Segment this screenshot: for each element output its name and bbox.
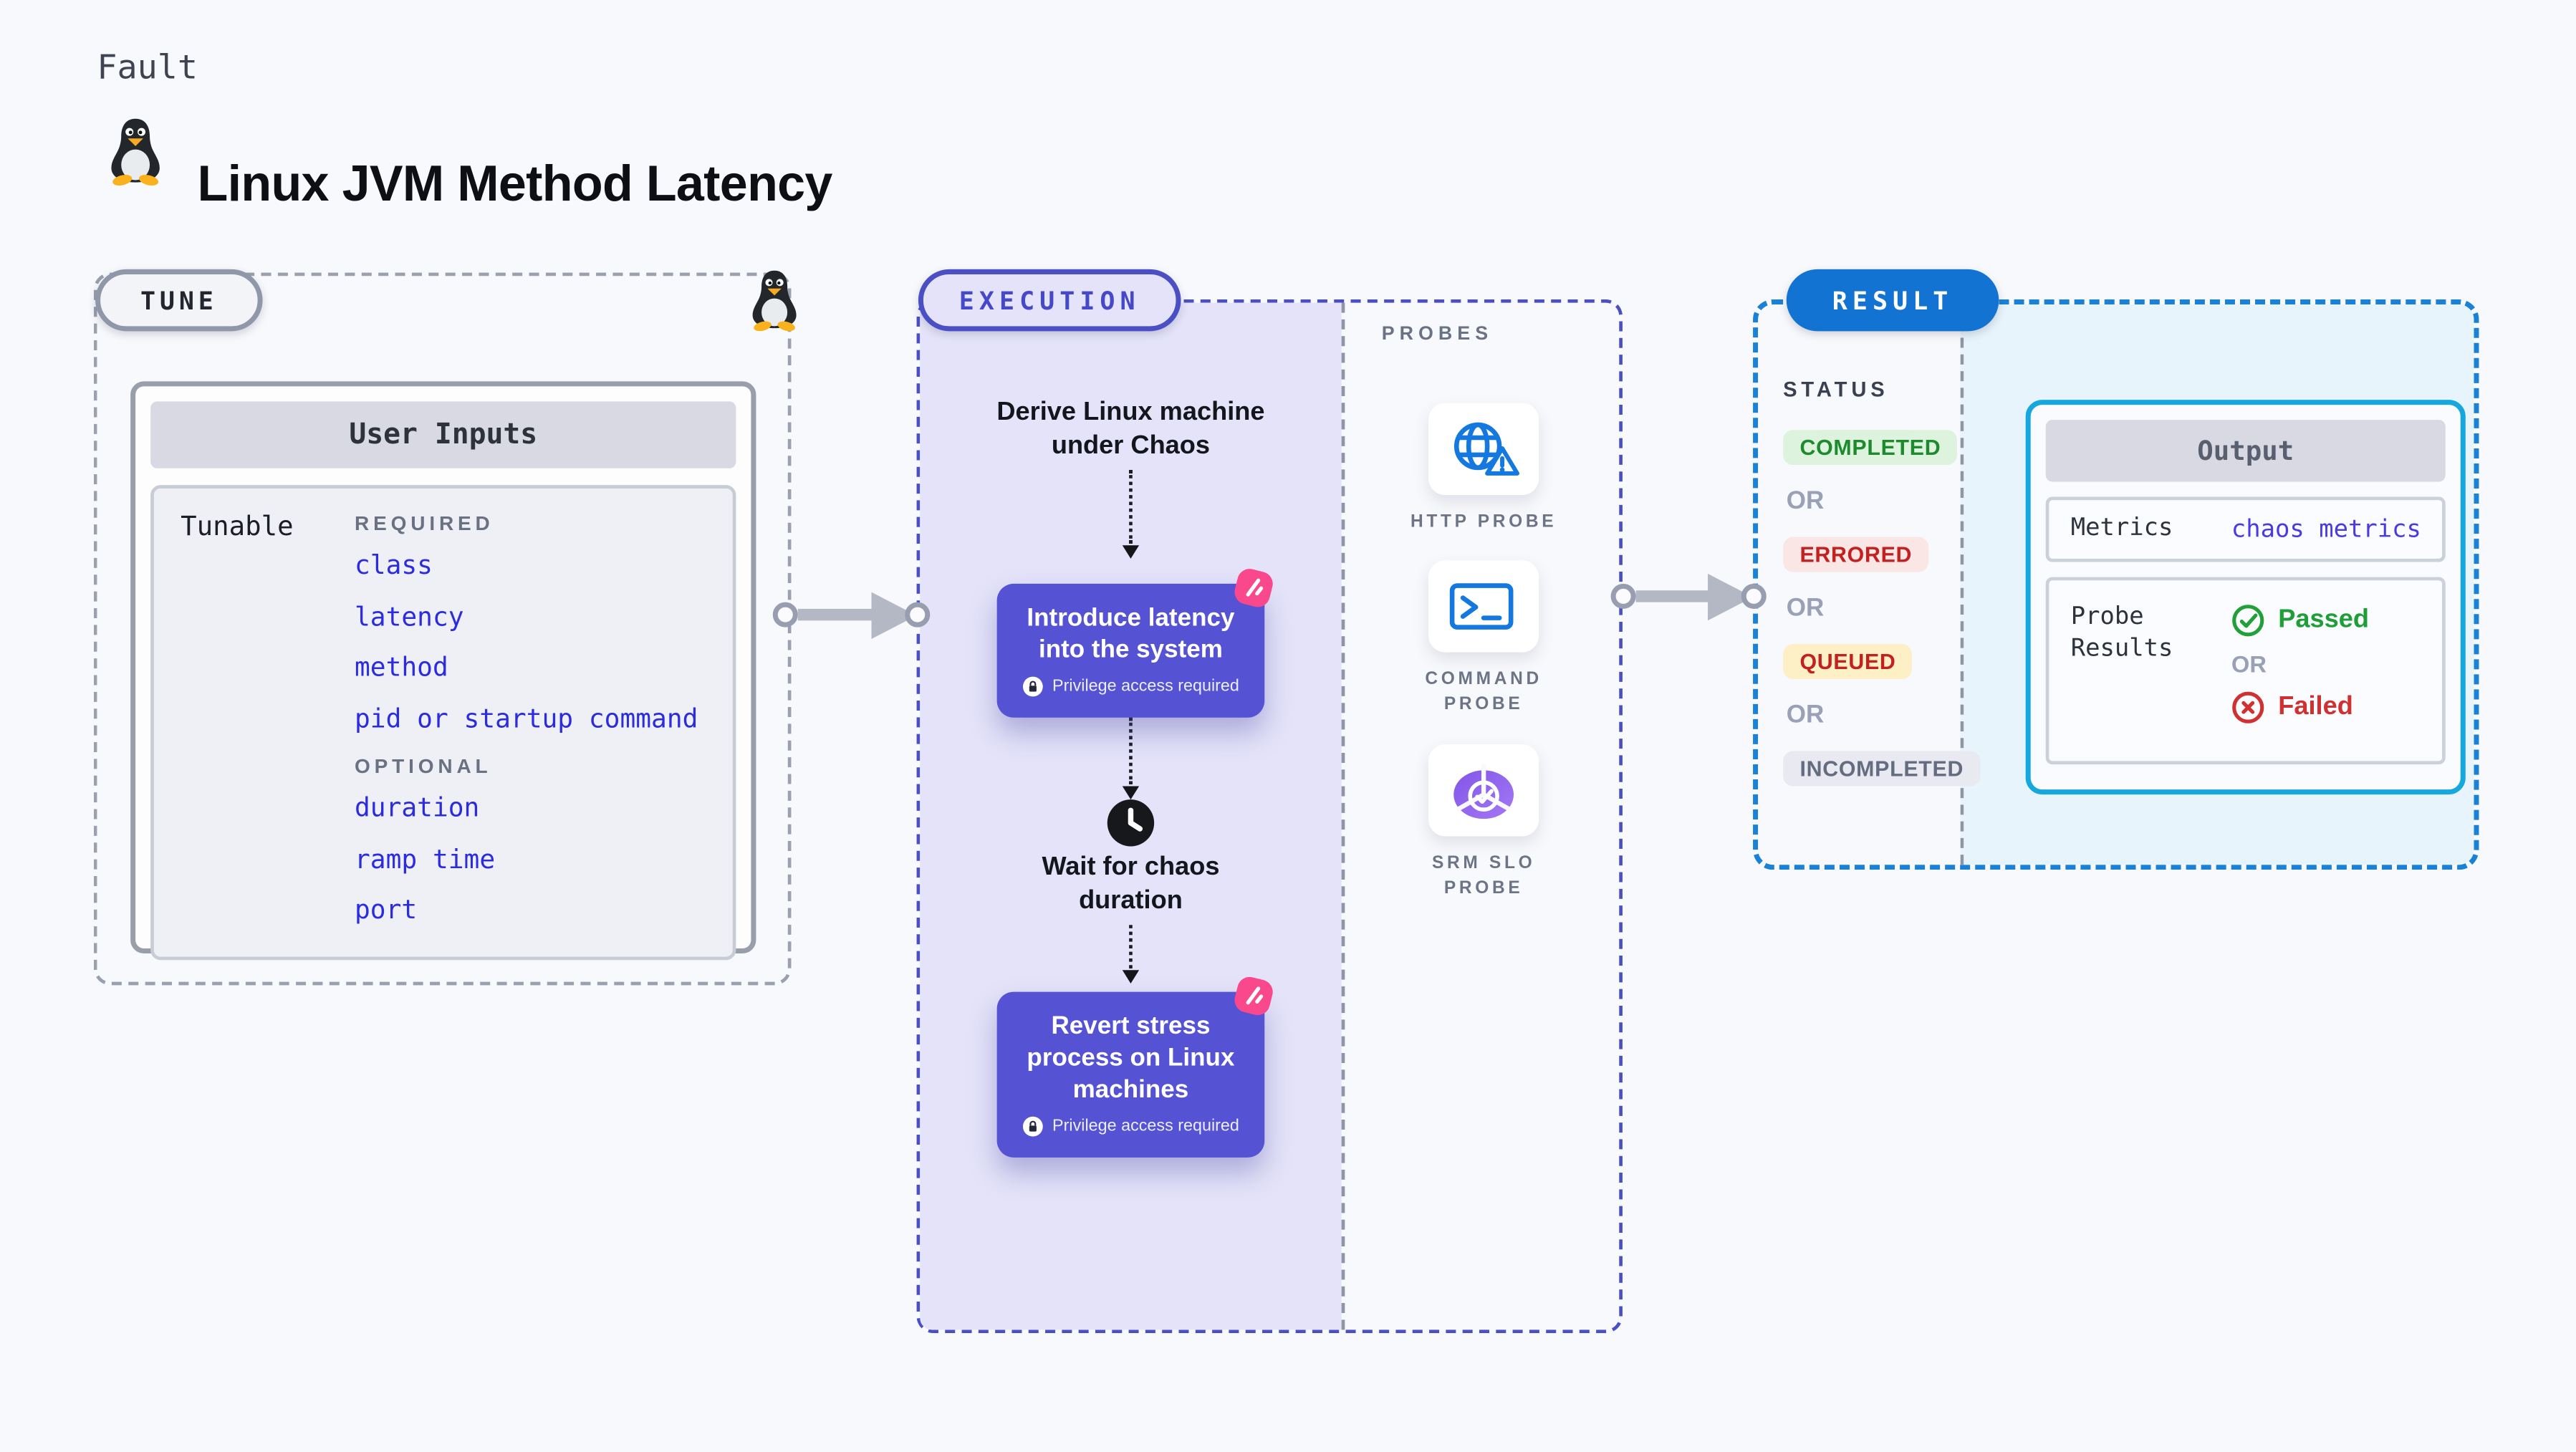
privilege-note-text: Privilege access required xyxy=(1052,677,1239,696)
required-group-label: REQUIRED xyxy=(355,511,494,536)
status-badge-incompleted: INCOMPLETED xyxy=(1783,751,1981,787)
globe-warning-icon xyxy=(1453,422,1520,476)
srm-slo-probe-card xyxy=(1428,744,1539,837)
chaos-fault-badge-icon xyxy=(1234,976,1273,1016)
user-inputs-table: Tunable REQUIRED class latency method pi… xyxy=(150,485,736,961)
metrics-value: chaos metrics xyxy=(2231,516,2421,543)
tune-section-box xyxy=(93,272,792,986)
wait-for-chaos-label: Wait for chaos duration xyxy=(1042,852,1220,915)
tunable-row-label: Tunable xyxy=(181,510,294,542)
execution-input-port-dot xyxy=(905,602,931,628)
probes-section-label: PROBES xyxy=(1381,324,1494,345)
passed-row: Passed xyxy=(2231,604,2369,638)
http-probe-card xyxy=(1428,403,1539,496)
execution-start-label: Derive Linux machine under Chaos xyxy=(996,398,1265,461)
tune-to-execution-arrow-line xyxy=(797,608,873,621)
status-column: STATUS COMPLETED OR ERRORED OR QUEUED OR… xyxy=(1758,304,1981,808)
tunable-ramp-time: ramp time xyxy=(355,844,496,875)
http-probe: HTTP PROBE xyxy=(1342,403,1626,535)
x-circle-icon xyxy=(2232,691,2264,723)
linux-penguin-corner-icon xyxy=(752,270,797,332)
or-separator: OR xyxy=(1786,593,1825,622)
metrics-label: Metrics xyxy=(2070,515,2173,542)
execution-section-box: Derive Linux machine under Chaos Introdu… xyxy=(916,299,1626,1333)
execution-output-port-dot xyxy=(1610,583,1636,609)
status-badge-errored: ERRORED xyxy=(1783,537,1929,572)
optional-group-label: OPTIONAL xyxy=(355,754,492,778)
execution-pill: EXECUTION xyxy=(918,269,1181,332)
check-circle-icon xyxy=(2232,605,2264,637)
flow-connector-2 xyxy=(920,717,1341,800)
tune-pill: TUNE xyxy=(95,269,263,332)
user-inputs-header: User Inputs xyxy=(150,401,736,468)
metrics-row: Metrics chaos metrics xyxy=(2045,496,2446,562)
tunable-class: class xyxy=(355,550,433,581)
probe-results-row: Probe Results Passed OR xyxy=(2045,577,2446,765)
arrow-down-icon xyxy=(1122,786,1140,800)
or-separator: OR xyxy=(1786,486,1825,516)
status-badge-completed: COMPLETED xyxy=(1783,430,1958,466)
tunable-pid-or-startup-command: pid or startup command xyxy=(355,703,698,734)
command-probe: COMMAND PROBE xyxy=(1342,560,1626,717)
flow-connector-3 xyxy=(920,925,1341,984)
user-inputs-card: User Inputs Tunable REQUIRED class laten… xyxy=(130,381,756,961)
or-separator: OR xyxy=(1786,701,1825,730)
privilege-note-text: Privilege access required xyxy=(1052,1117,1239,1136)
command-probe-card xyxy=(1428,560,1539,653)
result-input-port-dot xyxy=(1741,583,1767,609)
node-revert-stress: Revert stress process on Linux machines … xyxy=(996,991,1265,1158)
privilege-note: Privilege access required xyxy=(1014,1115,1248,1137)
probe-label: HTTP PROBE xyxy=(1410,511,1557,532)
probe-results-label: Probe Results xyxy=(2070,603,2173,663)
flow-connector-1 xyxy=(920,470,1341,559)
failed-label: Failed xyxy=(2278,692,2353,721)
status-badge-queued: QUEUED xyxy=(1783,643,1913,680)
execution-probes-divider xyxy=(1341,302,1345,1330)
probe-label: COMMAND PROBE xyxy=(1425,669,1542,715)
lock-icon xyxy=(1023,1116,1044,1137)
output-card: Output Metrics chaos metrics Probe Resul… xyxy=(2025,400,2466,795)
result-section-box: STATUS COMPLETED OR ERRORED OR QUEUED OR… xyxy=(1753,299,2479,870)
node-title: Revert stress process on Linux machines xyxy=(1027,1011,1235,1105)
linux-penguin-icon xyxy=(111,118,160,186)
chaos-fault-badge-icon xyxy=(1234,569,1273,607)
tunable-port: port xyxy=(355,895,418,925)
srm-slo-probe: SRM SLO PROBE xyxy=(1342,744,1626,901)
output-header: Output xyxy=(2045,420,2446,482)
page-title: Linux JVM Method Latency xyxy=(197,157,833,213)
tune-output-port-dot xyxy=(772,602,798,628)
arrow-down-icon xyxy=(1122,545,1140,559)
arrow-down-icon xyxy=(1122,970,1140,984)
probe-label: SRM SLO PROBE xyxy=(1431,852,1536,898)
status-label: STATUS xyxy=(1783,378,1889,402)
execution-to-result-arrow-line xyxy=(1635,590,1710,602)
lock-icon xyxy=(1023,676,1044,697)
fault-kicker: Fault xyxy=(97,47,198,87)
tunable-duration: duration xyxy=(355,792,480,823)
result-pill: RESULT xyxy=(1786,269,1999,332)
node-introduce-latency: Introduce latency into the system Privil… xyxy=(996,583,1265,718)
or-separator: OR xyxy=(2231,650,2267,678)
node-title: Introduce latency into the system xyxy=(1027,603,1235,664)
terminal-icon xyxy=(1449,582,1514,629)
tunable-latency: latency xyxy=(355,601,464,632)
failed-row: Failed xyxy=(2231,691,2369,724)
passed-label: Passed xyxy=(2278,605,2370,634)
slo-donut-check-icon xyxy=(1453,764,1514,819)
tunable-method: method xyxy=(355,652,448,683)
wait-clock-icon xyxy=(1107,799,1155,847)
privilege-note: Privilege access required xyxy=(1014,675,1248,697)
